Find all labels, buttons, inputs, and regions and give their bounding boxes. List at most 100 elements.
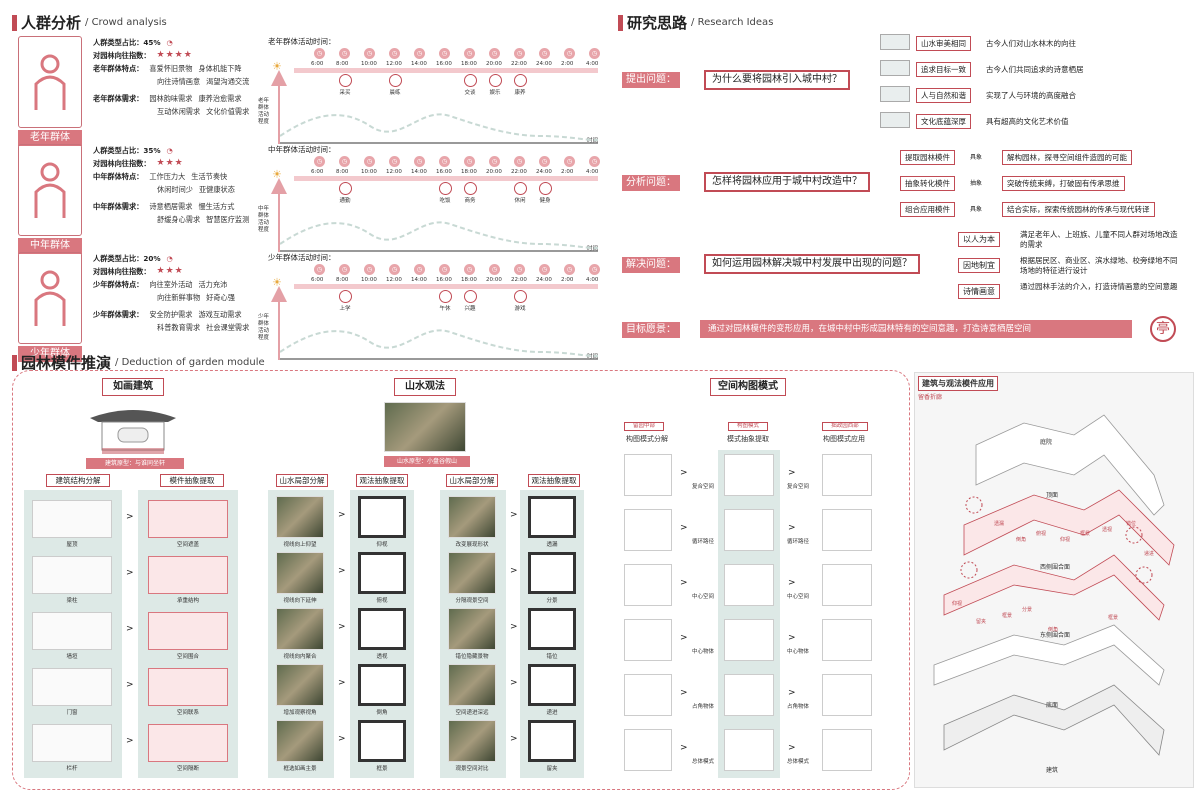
view-caption: 递进: [546, 710, 558, 716]
app-label-4: 底面: [1046, 702, 1059, 709]
view-module-thumb: [358, 664, 406, 706]
need-text: 慢生活方式: [198, 202, 235, 211]
structure-caption: 墙垣: [66, 654, 78, 660]
activity-chart: 少年群体活动时间：☀◷6:00◷8:00◷10:00◷12:00◷14:00◷1…: [258, 252, 600, 362]
q3-item-text: 根据居民区、商业区、滨水绿地、校旁绿地不同场地的特征进行设计: [1020, 256, 1178, 275]
time-label: 2:00: [561, 169, 574, 175]
clock-icon: ◷: [464, 156, 475, 167]
clock-icon: ◷: [464, 264, 475, 275]
need-text: 智慧医疗监测: [206, 215, 250, 224]
structure-caption: 栏杆: [66, 766, 78, 772]
m2-proto: 山水原型：小盘谷假山: [384, 456, 470, 467]
need-text: 游戏互动需求: [198, 310, 242, 319]
applied-thumb: [822, 454, 872, 496]
activity-icon: [514, 74, 527, 87]
app-tag: 框景: [1002, 613, 1013, 619]
clock-icon: ◷: [389, 48, 400, 59]
view-caption: 透视: [376, 654, 388, 660]
pattern-thumb: [724, 729, 774, 771]
time-label: 24:00: [536, 277, 552, 283]
plan-thumb: [624, 509, 672, 551]
view-caption: 观景空间对比: [455, 766, 489, 772]
clock-icon: ◷: [339, 156, 350, 167]
m2-title: 山水观法: [394, 378, 456, 396]
m3-head-1: 模式抽象提取: [727, 435, 769, 443]
view-module-thumb: [528, 720, 576, 762]
clock-icon: ◷: [364, 48, 375, 59]
m1-right-head: 模件抽象提取: [160, 474, 224, 487]
pattern-caption: 中心空间: [786, 594, 809, 600]
garden-photo: [448, 496, 496, 538]
arrow-icon: >: [680, 743, 688, 753]
feature-key: 中年群体特点：: [93, 172, 144, 181]
activity-icon: [389, 74, 402, 87]
structure-thumb: [32, 500, 112, 538]
arrow-icon: >: [510, 734, 518, 744]
q3-box: 如何运用园林解决城中村发展中出现的问题？: [704, 254, 920, 274]
feature-text: 工作压力大: [149, 172, 186, 181]
time-label: 14:00: [411, 277, 427, 283]
pattern-caption: 中心空间: [691, 594, 714, 600]
feature-text: 生活节奏快: [191, 172, 228, 181]
pattern-caption: 总体模式: [786, 759, 809, 765]
activity-ylabel: 中年群体活动程度: [258, 206, 270, 233]
applied-thumb: [822, 509, 872, 551]
time-label: 16:00: [436, 277, 452, 283]
time-label: 12:00: [386, 61, 402, 67]
activity-label: 交谈: [464, 90, 476, 96]
m3-top-1: 构图模式: [728, 422, 768, 431]
activity-chart: 中年群体活动时间：☀◷6:00◷8:00◷10:00◷12:00◷14:00◷1…: [258, 144, 600, 254]
goal-text: 通过对园林模件的变形应用，在城中村中形成园林特有的空间意趣，打造诗意栖居空间: [700, 320, 1132, 338]
activity-label: 休闲: [514, 198, 526, 204]
applied-thumb: [822, 729, 872, 771]
clock-icon: ◷: [539, 264, 550, 275]
clock-icon: ◷: [539, 48, 550, 59]
m3-head-2: 构图模式应用: [823, 435, 865, 443]
q1-tag: 提出问题：: [622, 72, 680, 88]
feature-text: 活力充沛: [198, 280, 228, 289]
q3-item-box: 诗情画意: [958, 284, 1000, 299]
feature-text: 向往诗情画意: [157, 77, 201, 86]
q3-item-text: 通过园林手法的介入，打造诗情画意的空间意趣: [1020, 282, 1178, 291]
q1-item-text: 古今人们对山水林木的向往: [986, 39, 1076, 48]
time-label: 18:00: [461, 61, 477, 67]
garden-photo: [276, 608, 324, 650]
q1-item-box: 人与自然和谐: [916, 88, 971, 103]
activity-icon: [339, 290, 352, 303]
landscape-icon: [880, 86, 910, 102]
app-tag: 倒角: [1016, 537, 1027, 543]
view-caption: 空间递进深远: [455, 710, 489, 716]
q1-item-box: 追求目标一致: [916, 62, 971, 77]
time-label: 14:00: [411, 61, 427, 67]
pattern-caption: 循环路径: [786, 539, 809, 545]
garden-photo: [448, 720, 496, 762]
time-label: 10:00: [361, 277, 377, 283]
activity-label: 游戏: [514, 306, 526, 312]
app-tag: 透漏: [994, 521, 1005, 527]
activity-label: 兴趣: [464, 306, 476, 312]
view-caption: 框选如画主景: [283, 766, 317, 772]
structure-thumb: [32, 612, 112, 650]
arrow-icon: >: [510, 622, 518, 632]
view-caption: 透漏: [546, 542, 558, 548]
clock-icon: ◷: [439, 264, 450, 275]
structure-thumb: [32, 556, 112, 594]
pie-icon: ◔: [166, 146, 173, 155]
group-ratio: 人群类型占比：45%: [93, 38, 161, 47]
crowd-group: 少年群体人群类型占比：20%◔对园林向往指数：★★★少年群体特点：向往室外活动活…: [18, 252, 600, 362]
q2-item-text: 解构园林，探寻空间组件造园的可能: [1002, 150, 1132, 165]
view-caption: 框景: [376, 766, 388, 772]
clock-icon: ◷: [414, 48, 425, 59]
arrow-icon: >: [126, 680, 134, 690]
activity-title: 少年群体活动时间：: [268, 253, 336, 262]
app-tag: 留夹: [976, 619, 987, 625]
app-tag: 框景: [1108, 615, 1119, 621]
app-tag: 仰视: [952, 601, 963, 607]
arrow-icon: >: [680, 633, 688, 643]
arrow-icon: >: [788, 688, 796, 698]
arrow-icon: >: [680, 688, 688, 698]
clock-icon: ◷: [339, 48, 350, 59]
elder-icon: [18, 36, 82, 128]
pattern-thumb: [724, 454, 774, 496]
pattern-caption: 复合空间: [786, 484, 809, 490]
